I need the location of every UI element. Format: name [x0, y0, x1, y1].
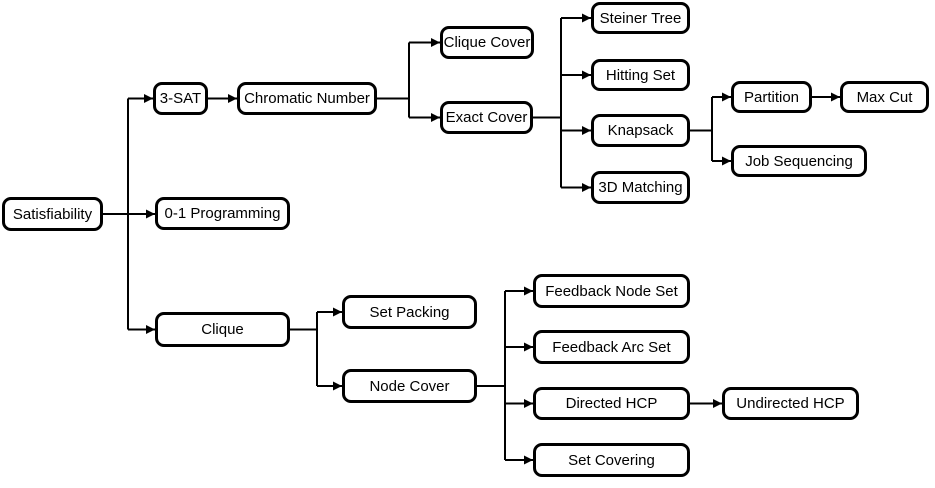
node-chromatic-number: Chromatic Number — [237, 82, 377, 115]
node-feedback-arc-set: Feedback Arc Set — [533, 330, 690, 364]
edge-exact-cover-trunk — [533, 18, 562, 188]
edge-node-cover-trunk — [477, 291, 506, 460]
node-set-packing: Set Packing — [342, 295, 477, 329]
node-3-sat: 3-SAT — [153, 82, 208, 115]
node-clique: Clique — [155, 312, 290, 347]
edge-knapsack-trunk — [690, 97, 713, 161]
node-3d-matching: 3D Matching — [591, 171, 690, 204]
node-undirected-hcp: Undirected HCP — [722, 387, 859, 420]
node-satisfiability: Satisfiability — [2, 197, 103, 231]
node-set-covering: Set Covering — [533, 443, 690, 477]
node-clique-cover: Clique Cover — [440, 26, 534, 59]
edge-chromatic-number-trunk — [377, 42, 410, 118]
node-partition: Partition — [731, 81, 812, 113]
node-0-1-programming: 0-1 Programming — [155, 197, 290, 230]
node-directed-hcp: Directed HCP — [533, 387, 690, 420]
node-max-cut: Max Cut — [840, 81, 929, 113]
node-steiner-tree: Steiner Tree — [591, 2, 690, 34]
node-job-sequencing: Job Sequencing — [731, 145, 867, 177]
node-exact-cover: Exact Cover — [440, 101, 533, 134]
node-node-cover: Node Cover — [342, 369, 477, 403]
edge-clique-trunk — [290, 312, 318, 386]
node-knapsack: Knapsack — [591, 114, 690, 147]
node-hitting-set: Hitting Set — [591, 59, 690, 91]
node-feedback-node-set: Feedback Node Set — [533, 274, 690, 308]
